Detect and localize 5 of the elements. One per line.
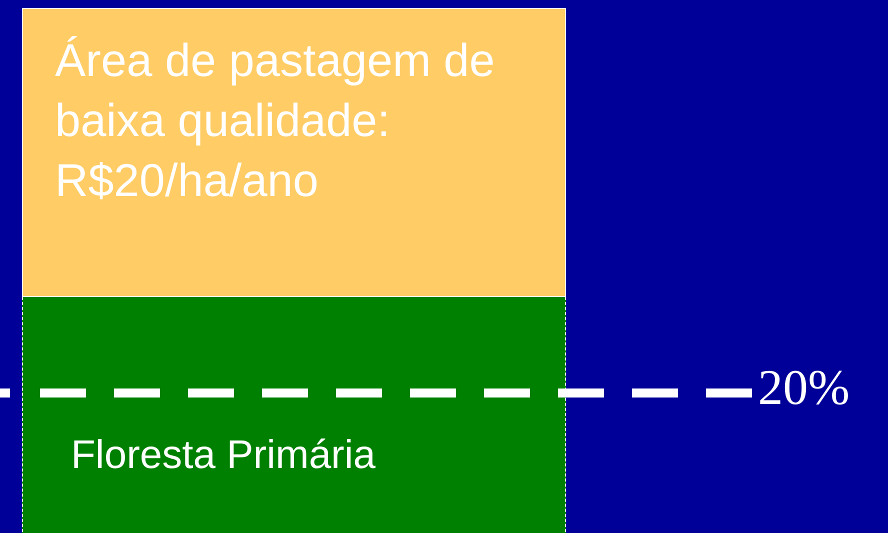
- threshold-percentage: 20%: [758, 360, 850, 415]
- pasture-area-box: [22, 8, 566, 297]
- area-label: Área de pastagem de baixa qualidade: R$20/ha/ano: [55, 33, 496, 208]
- forest-area-box: [22, 297, 566, 533]
- area-label: Floresta Primária: [71, 432, 377, 479]
